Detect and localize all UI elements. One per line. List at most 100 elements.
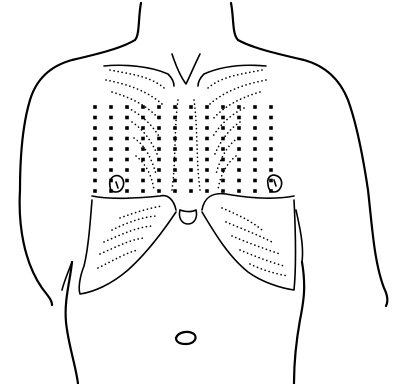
electrode-dot [141,158,145,162]
electrode-dot [125,189,129,193]
electrode-dot [221,158,225,162]
electrode-dot [93,116,97,120]
electrode-dot [157,189,161,193]
umbilicus [176,332,196,344]
electrode-dot [189,137,193,141]
electrode-dot [173,158,177,162]
electrode-dot [157,116,161,120]
electrode-dot [173,137,177,141]
electrode-dot [221,179,225,183]
electrode-grid [93,105,273,193]
electrode-dot [221,105,225,109]
electrode-dot [253,168,257,172]
electrode-dot [221,147,225,151]
electrode-dot [93,137,97,141]
electrode-dot [157,126,161,130]
electrode-dot [109,189,113,193]
electrode-dot [109,126,113,130]
electrode-dot [269,158,273,162]
electrode-dot [189,158,193,162]
electrode-dot [189,105,193,109]
electrode-dot [141,147,145,151]
right-clavicle [198,65,266,86]
electrode-dot [253,147,257,151]
left-neck-shoulder-outline [20,3,141,305]
electrode-dot [205,137,209,141]
electrode-dot [109,105,113,109]
electrode-dot [173,105,177,109]
electrode-dot [157,158,161,162]
electrode-dot [253,179,257,183]
electrode-dot [253,137,257,141]
electrode-dot [189,168,193,172]
electrode-dot [109,168,113,172]
electrode-dot [269,168,273,172]
electrode-dot [221,126,225,130]
xiphoid-process [179,210,196,224]
electrode-dot [93,189,97,193]
right-neck-shoulder-outline [231,3,387,306]
electrode-dot [125,158,129,162]
electrode-dot [173,189,177,193]
electrode-dot [189,189,193,193]
electrode-dot [221,137,225,141]
electrode-dot [141,116,145,120]
electrode-dot [237,116,241,120]
electrode-dot [205,158,209,162]
electrode-dot [141,126,145,130]
electrode-dot [205,116,209,120]
electrode-dot [157,137,161,141]
electrode-dot [157,168,161,172]
electrode-dot [205,147,209,151]
suprasternal-notch [172,54,200,84]
electrode-dot [237,126,241,130]
right-lower-chest-line [202,194,294,210]
electrode-dot [269,189,273,193]
electrode-dot [237,137,241,141]
electrode-dot [173,147,177,151]
electrode-dot [93,179,97,183]
electrode-dot [189,147,193,151]
right-costal-margin [202,200,296,290]
electrode-dot [221,189,225,193]
electrode-dot [237,147,241,151]
electrode-dot [269,105,273,109]
electrode-dot [269,147,273,151]
electrode-dot [109,116,113,120]
electrode-dot [141,137,145,141]
electrode-dot [141,168,145,172]
electrode-dot [269,126,273,130]
left-costal-margin [79,200,176,294]
electrode-dot [237,158,241,162]
electrode-dot [125,168,129,172]
electrode-dot [189,116,193,120]
electrode-dot [93,168,97,172]
electrode-dot [125,105,129,109]
electrode-dot [141,105,145,109]
electrode-dot [125,147,129,151]
left-lower-chest-line [92,196,176,210]
electrode-dot [205,126,209,130]
electrode-dot [269,116,273,120]
lower-rib-dot-lines [98,206,288,276]
electrode-dot [141,189,145,193]
electrode-dot [125,116,129,120]
electrode-dot [253,116,257,120]
electrode-dot [205,168,209,172]
electrode-dot [173,179,177,183]
electrode-dot [189,179,193,183]
electrode-dot [109,179,113,183]
left-torso-side-outline [66,262,78,384]
electrode-dot [253,158,257,162]
electrode-dot [125,137,129,141]
electrode-dot [173,116,177,120]
electrode-dot [253,105,257,109]
electrode-dot [125,126,129,130]
electrode-dot [205,189,209,193]
electrode-dot [109,147,113,151]
electrode-dot [269,137,273,141]
electrode-dot [205,179,209,183]
electrode-dot [157,147,161,151]
electrode-dot [93,126,97,130]
electrode-dot [173,126,177,130]
